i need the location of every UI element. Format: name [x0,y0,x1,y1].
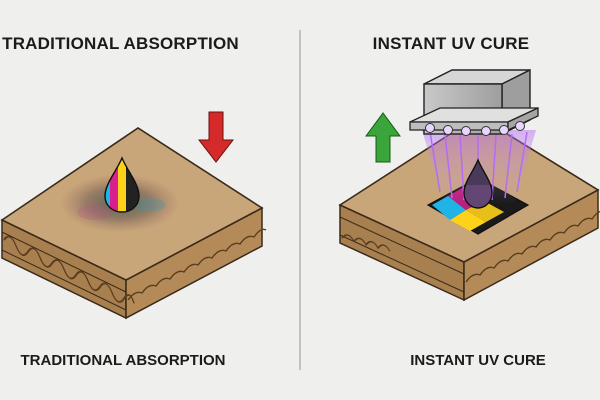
down-arrow-icon [197,111,235,163]
left-panel-caption: TRADITIONAL ABSORPTION [20,352,226,369]
right-panel-caption: INSTANT UV CURE [410,352,546,369]
right-panel-title: INSTANT UV CURE [372,34,530,53]
up-arrow-icon [365,112,401,163]
left-panel-title: TRADITIONAL ABSORPTION [2,34,239,53]
uv-lamp-icon [409,68,539,136]
